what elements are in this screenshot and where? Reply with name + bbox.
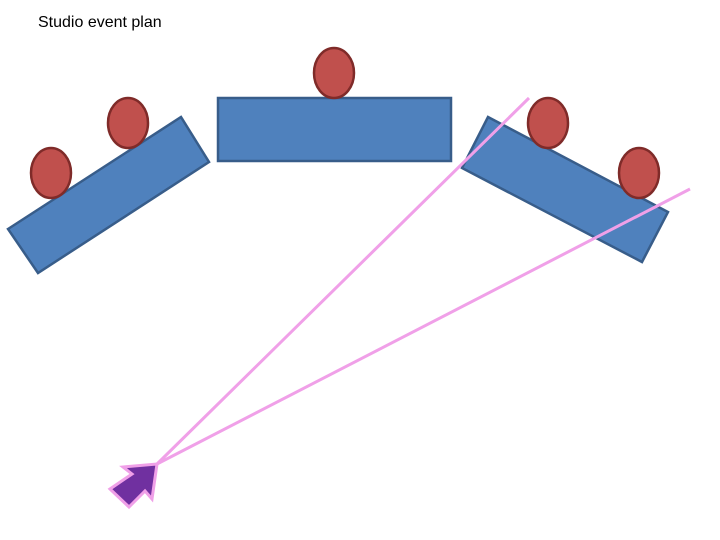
person-right-desk-2 [617, 146, 661, 200]
person-center-desk [312, 46, 356, 100]
left-desk [6, 115, 211, 275]
left-desk-group [6, 96, 211, 275]
center-desk-group [216, 46, 453, 163]
person-left-desk-2 [106, 96, 150, 150]
person-right-desk-1 [526, 96, 570, 150]
center-desk [216, 96, 453, 163]
diagram-title: Studio event plan [38, 14, 162, 31]
sightline-1 [155, 96, 531, 466]
camera-arrow-icon [107, 462, 159, 510]
right-desk-group [460, 96, 670, 264]
sightline-2 [156, 187, 691, 466]
person-left-desk-1 [29, 146, 73, 200]
